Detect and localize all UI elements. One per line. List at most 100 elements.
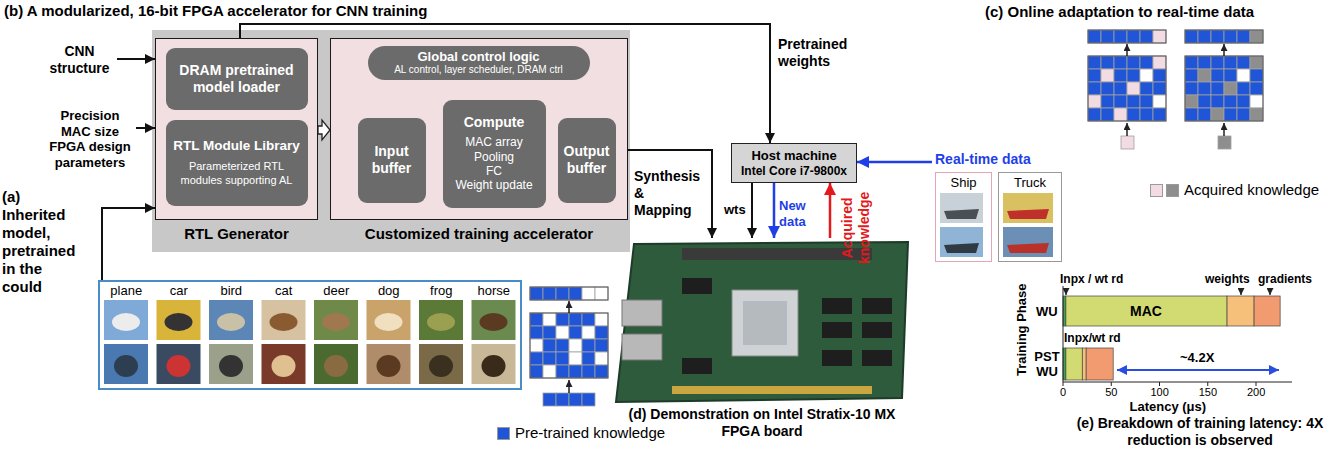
- sample-object: [427, 313, 455, 331]
- neuron-cell: [1153, 82, 1166, 95]
- neuron-cell: [1250, 56, 1263, 69]
- neuron-cell: [1211, 30, 1224, 43]
- neuron-cell: [543, 393, 556, 406]
- connector-arrow: [136, 127, 155, 129]
- sample-image: [157, 344, 201, 384]
- control-box: Global control logicAL control, layer sc…: [368, 46, 590, 80]
- buffer-box: Input buffer: [358, 118, 426, 203]
- node-title: Input buffer: [362, 143, 422, 177]
- neuron-cell: [1211, 69, 1224, 82]
- neuron-cell: [1088, 56, 1101, 69]
- network-grid: [1185, 30, 1263, 149]
- leader-line: [1126, 123, 1128, 136]
- neuron-cell: [1237, 82, 1250, 95]
- grid-frame: [530, 287, 608, 300]
- neuron-cell: [1114, 30, 1127, 43]
- sample-image: [940, 193, 983, 223]
- neuron-cell: [582, 365, 595, 378]
- neuron-cell: [595, 326, 608, 339]
- grid-frame: [530, 313, 608, 378]
- node-picture: [936, 193, 990, 259]
- leader-line: [1240, 288, 1241, 295]
- leader-line: [1256, 382, 1257, 386]
- neuron-cell: [1140, 56, 1153, 69]
- sample-image: [209, 300, 253, 340]
- neuron-cell: [595, 339, 608, 352]
- neuron-cell: [1211, 82, 1224, 95]
- neuron-cell: [1127, 82, 1140, 95]
- neuron-cell: [1101, 108, 1114, 121]
- tick-label: 150: [1199, 386, 1217, 399]
- neuron-cell: [569, 287, 582, 300]
- neuron-cell: [556, 352, 569, 365]
- node-text: horse: [468, 283, 521, 299]
- neuron-cell: [1224, 95, 1237, 108]
- axis-title: Training Phase: [1014, 284, 1030, 376]
- edge-label: wts: [724, 202, 750, 218]
- node-text: FC: [486, 164, 502, 178]
- sample-object: [324, 355, 348, 377]
- leader-line: [1207, 382, 1208, 386]
- leader-line: [1065, 288, 1066, 295]
- edge-label: Synthesis & Mapping: [634, 168, 702, 218]
- fpga-die: [743, 301, 787, 345]
- latency-bar-segment: [1066, 348, 1082, 380]
- neuron-cell: [1101, 69, 1114, 82]
- neuron-cell: [1153, 108, 1166, 121]
- neuron-cell: [530, 339, 543, 352]
- legend-text: Acquired knowledge: [1184, 181, 1319, 199]
- node-text: frog: [415, 283, 468, 299]
- sample-object: [272, 355, 296, 377]
- latency-bar-segment: [1086, 348, 1113, 380]
- connector-arrow: [829, 183, 832, 238]
- node-title: Truck: [1014, 175, 1046, 191]
- leader-line: [1223, 123, 1225, 136]
- connector-arrow: [628, 150, 712, 238]
- panel-heading: RTL Generator: [156, 225, 317, 243]
- sample-object: [270, 313, 298, 331]
- axis-title: Latency (μs): [1130, 399, 1207, 415]
- board-component: [862, 350, 892, 366]
- neuron-cell: [1114, 82, 1127, 95]
- node-title: DRAM pretrained model loader: [170, 62, 304, 96]
- neuron-cell: [1101, 82, 1114, 95]
- dataset-panel: planecarbirdcatdeerdogfroghorse: [98, 280, 522, 390]
- tick-label: 0: [1060, 386, 1066, 399]
- neuron-cell: [1140, 95, 1153, 108]
- node-title: Real-time data: [932, 151, 1064, 168]
- tick-label: 100: [1151, 386, 1169, 399]
- sample-image: [419, 300, 463, 340]
- node-title: RTL Module Library: [173, 138, 300, 154]
- sample-object: [112, 313, 140, 331]
- data-group: Ship Truck Real-time data: [932, 150, 1064, 266]
- sample-image: [940, 227, 983, 257]
- bar-label: MAC: [1130, 303, 1162, 320]
- neuron-cell: [595, 352, 608, 365]
- node-text: Parameterized RTL modules supporting AL: [170, 160, 304, 186]
- sample-object: [375, 313, 403, 331]
- leader-line: [1117, 369, 1279, 371]
- node-text: MAC array: [465, 135, 522, 149]
- neuron-cell: [1250, 69, 1263, 82]
- neuron-cell: [1127, 108, 1140, 121]
- sample-object: [944, 243, 979, 253]
- neuron-cell: [1185, 95, 1198, 108]
- node-text: AL control, layer scheduler, DRAM ctrl: [394, 64, 563, 76]
- neuron-cell: [1224, 82, 1237, 95]
- neuron-cell: [1140, 69, 1153, 82]
- legend-swatch: [497, 427, 510, 440]
- neuron-cell: [1237, 108, 1250, 121]
- class-box: Ship: [935, 172, 992, 262]
- neuron-cell: [1250, 95, 1263, 108]
- neuron-cell: [1237, 95, 1250, 108]
- neuron-cell: [1185, 30, 1198, 43]
- fpga-board-pcb: [616, 242, 908, 402]
- neuron-cell: [1198, 95, 1211, 108]
- fpga-board: (d) Demonstration on Intel Stratix-10 MX…: [612, 238, 912, 444]
- legend-swatch: [1166, 184, 1179, 197]
- sample-object: [167, 355, 191, 377]
- neuron-cell: [1237, 69, 1250, 82]
- tick-label: 50: [1105, 386, 1117, 399]
